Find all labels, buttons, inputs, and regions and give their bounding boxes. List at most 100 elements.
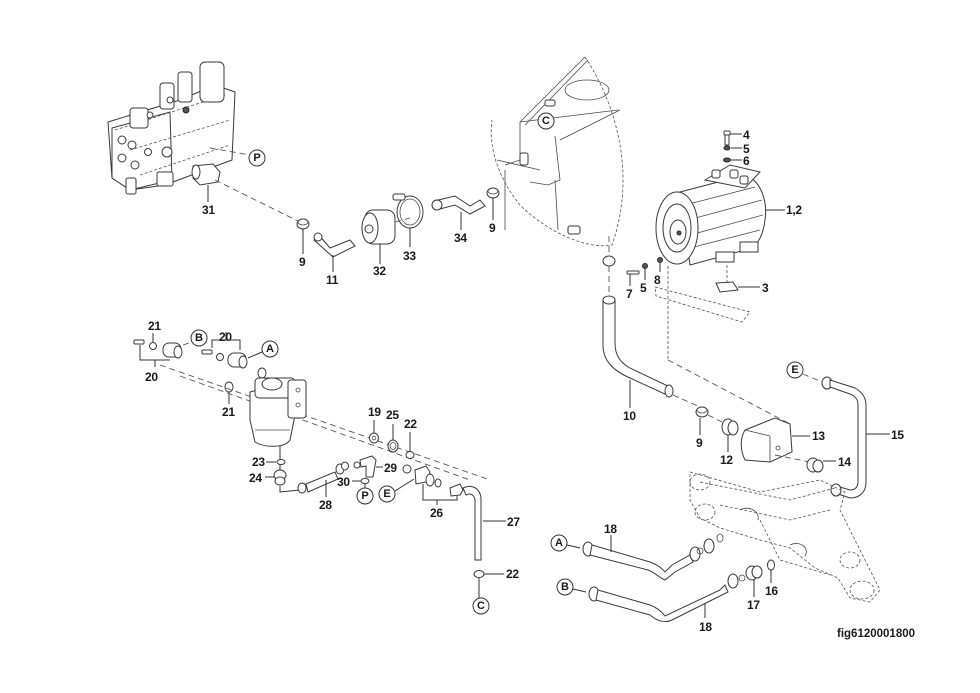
part-21-washer bbox=[224, 381, 234, 404]
part-6-washer bbox=[723, 157, 742, 163]
control-valve-block bbox=[107, 61, 251, 195]
part-12-fitting bbox=[721, 418, 739, 452]
svg-text:C: C bbox=[477, 600, 485, 612]
callout-6: 6 bbox=[743, 154, 750, 168]
part-9-clamp-c bbox=[695, 406, 709, 435]
callout-19: 19 bbox=[368, 405, 381, 419]
steer-axle-frame bbox=[689, 471, 881, 603]
callout-20-b: 20 bbox=[219, 330, 232, 344]
part-9-clamp-a bbox=[296, 218, 310, 254]
part-16-o-ring bbox=[767, 559, 775, 583]
callout-5-a: 5 bbox=[743, 142, 750, 156]
hydraulic-tank-detail bbox=[490, 56, 624, 247]
callout-9-b: 9 bbox=[489, 221, 496, 235]
svg-text:P: P bbox=[361, 490, 368, 502]
part-18-hose-b bbox=[588, 573, 739, 623]
ref-c-tank: C bbox=[537, 112, 555, 130]
callout-1-2: 1,2 bbox=[786, 203, 802, 217]
ref-p-fitting: P bbox=[356, 487, 374, 505]
part-4-bolt bbox=[723, 130, 742, 146]
part-33-clamp bbox=[392, 193, 424, 247]
ref-e-right: E bbox=[786, 361, 804, 379]
callout-21-b: 21 bbox=[222, 405, 235, 419]
callout-9-a: 9 bbox=[299, 255, 306, 269]
part-31-fitting bbox=[191, 163, 221, 202]
callout-21-a: 21 bbox=[148, 319, 161, 333]
callout-10: 10 bbox=[623, 409, 636, 423]
part-24-fitting bbox=[265, 469, 301, 493]
part-34-hose bbox=[431, 195, 486, 230]
part-9-clamp-b bbox=[486, 187, 500, 220]
part-13-pump bbox=[667, 359, 810, 463]
callout-5-b: 5 bbox=[640, 281, 647, 295]
part-10-suction-hose bbox=[602, 236, 674, 408]
callout-33: 33 bbox=[403, 249, 416, 263]
part-7-bolt bbox=[626, 270, 640, 286]
callout-16: 16 bbox=[765, 584, 778, 598]
callout-9-c: 9 bbox=[696, 436, 703, 450]
part-26-adapter bbox=[402, 464, 464, 505]
callout-22-b: 22 bbox=[506, 567, 519, 581]
callout-27: 27 bbox=[507, 515, 520, 529]
callout-32: 32 bbox=[373, 264, 386, 278]
callout-14: 14 bbox=[838, 455, 851, 469]
callout-11: 11 bbox=[326, 273, 339, 287]
part-28-hose bbox=[297, 461, 349, 497]
callout-28: 28 bbox=[319, 498, 332, 512]
svg-text:B: B bbox=[195, 332, 203, 344]
part-20-pin-a bbox=[133, 333, 193, 367]
callout-13: 13 bbox=[812, 429, 825, 443]
callout-30: 30 bbox=[337, 475, 350, 489]
callout-18-a: 18 bbox=[604, 522, 617, 536]
part-27-hose bbox=[462, 485, 506, 561]
callout-23: 23 bbox=[252, 455, 265, 469]
callout-26: 26 bbox=[430, 506, 443, 520]
part-19-washer bbox=[369, 420, 379, 444]
part-25-fitting bbox=[387, 424, 399, 453]
part-11-elbow-hose bbox=[313, 232, 356, 272]
callout-8: 8 bbox=[654, 273, 661, 287]
callout-15: 15 bbox=[891, 428, 904, 442]
ref-c-hose: C bbox=[472, 597, 490, 615]
ref-a-lower: A bbox=[550, 534, 568, 552]
part-22-clamp-b bbox=[473, 570, 504, 598]
svg-text:P: P bbox=[253, 152, 260, 164]
callout-20-a: 20 bbox=[145, 370, 158, 384]
part-5-washer-top bbox=[723, 145, 742, 151]
ref-b-upper: B bbox=[190, 329, 208, 347]
part-15-hose bbox=[802, 373, 890, 499]
callout-34: 34 bbox=[454, 231, 467, 245]
part-14-fitting bbox=[774, 454, 836, 473]
svg-text:A: A bbox=[266, 343, 274, 355]
svg-text:E: E bbox=[383, 488, 390, 500]
callout-25: 25 bbox=[386, 408, 399, 422]
ref-b-lower: B bbox=[556, 578, 574, 596]
steering-orbitrol-unit bbox=[249, 377, 307, 470]
callout-31: 31 bbox=[202, 203, 215, 217]
ref-p-valve: P bbox=[248, 149, 266, 167]
part-32-filter bbox=[361, 209, 396, 264]
part-18-hose-a bbox=[582, 533, 724, 581]
ref-e-lower: E bbox=[378, 485, 396, 503]
part-17-fitting bbox=[738, 565, 763, 597]
svg-text:B: B bbox=[561, 581, 569, 593]
callout-12: 12 bbox=[720, 453, 733, 467]
part-30-o-ring bbox=[352, 478, 370, 488]
electric-motor bbox=[655, 164, 785, 266]
part-8-nut bbox=[657, 257, 663, 272]
part-22-clamp-a bbox=[405, 432, 415, 459]
motor-mounting-bracket bbox=[654, 265, 760, 360]
callout-7: 7 bbox=[626, 287, 633, 301]
part-29-elbow bbox=[353, 455, 383, 478]
callout-18-b: 18 bbox=[699, 620, 712, 634]
svg-text:E: E bbox=[791, 364, 798, 376]
part-23-o-ring bbox=[266, 459, 286, 465]
svg-text:C: C bbox=[542, 115, 550, 127]
figure-id: fig6120001800 bbox=[837, 628, 915, 640]
callout-3: 3 bbox=[762, 281, 769, 295]
ref-a-upper: A bbox=[261, 340, 279, 358]
callout-24: 24 bbox=[249, 471, 262, 485]
part-5-washer-bottom bbox=[642, 263, 648, 280]
callout-22-a: 22 bbox=[404, 417, 417, 431]
